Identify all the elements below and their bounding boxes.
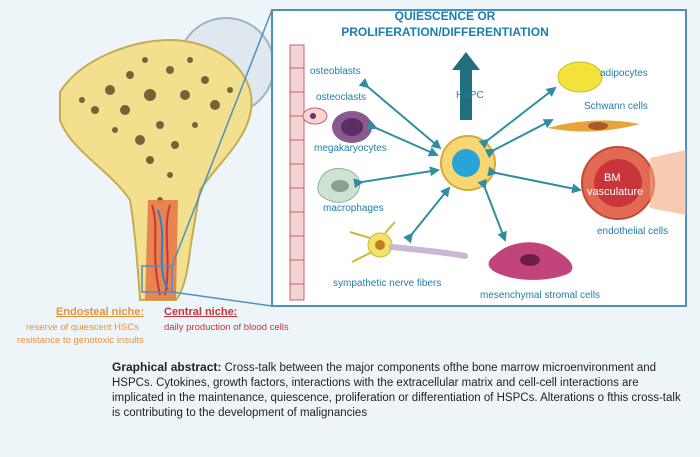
nerve-fiber-cell [349, 221, 468, 263]
central-niche-heading: Central niche: [164, 306, 238, 318]
megakaryocyte-cell [332, 111, 372, 143]
osteoclasts-label: osteoclasts [316, 92, 367, 103]
bone-lining-cells [289, 44, 328, 301]
endothelial-cells-label: endothelial cells [597, 226, 669, 237]
hspc-label: HSPC [456, 90, 484, 101]
title-line-2: PROLIFERATION/DIFFERENTIATION [341, 25, 549, 39]
mesenchymal-stromal-cells-label: mesenchymal stromal cells [480, 290, 601, 301]
mesenchymal-stromal-cell [488, 242, 573, 280]
macrophages-label: macrophages [323, 203, 384, 214]
bm-vasculature-cell [581, 146, 686, 220]
quiescence-arrow-head [452, 52, 480, 70]
sympathetic-nerve-fibers-label: sympathetic nerve fibers [333, 278, 442, 289]
megakaryocytes-label: megakaryocytes [314, 143, 387, 154]
interaction-arrows [353, 78, 582, 244]
endosteal-niche-line-1: reserve of quiescent HSCs [26, 322, 139, 333]
caption-text: Cross-talk between the major components … [112, 362, 681, 419]
vasculature-label: vasculature [587, 186, 644, 198]
caption-lead: Graphical abstract: [112, 360, 222, 374]
adipocyte-cell [557, 61, 603, 93]
schwann-cell [548, 120, 640, 132]
hspc-cell [440, 135, 496, 191]
graphical-abstract-caption: Graphical abstract: Cross-talk between t… [112, 360, 687, 421]
bm-label: BM [604, 172, 621, 184]
quiescence-arrow-shaft [460, 68, 472, 120]
adipocytes-label: adipocytes [600, 68, 648, 79]
osteoblasts-label: osteoblasts [310, 66, 361, 77]
schwann-cells-label: Schwann cells [584, 101, 648, 112]
title-line-1: QUIESCENCE OR [394, 9, 496, 23]
central-niche-line-1: daily production of blood cells [164, 322, 289, 333]
endosteal-niche-line-2: resistance to genotoxic insults [17, 335, 144, 346]
diagram-title: QUIESCENCE OR PROLIFERATION/DIFFERENTIAT… [300, 8, 590, 40]
macrophage-cell [317, 168, 361, 203]
endosteal-niche-heading: Endosteal niche: [56, 306, 145, 318]
